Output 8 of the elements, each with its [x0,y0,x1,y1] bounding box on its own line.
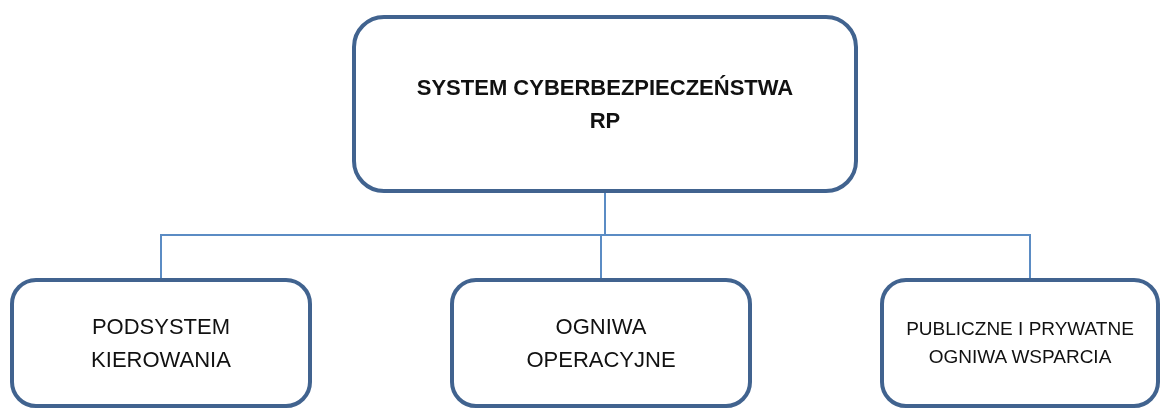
box-label: SYSTEM CYBERBEZPIECZEŃSTWA RP [415,74,795,135]
org-box [10,278,312,408]
box-label: PODSYSTEM KIEROWANIA [90,313,232,374]
box-label: OGNIWA OPERACYJNE [525,313,677,374]
box-label: PUBLICZNE I PRYWATNE OGNIWA WSPARCIA [905,316,1135,369]
org-box [450,278,752,408]
org-box [880,278,1160,408]
org-box [352,15,858,193]
